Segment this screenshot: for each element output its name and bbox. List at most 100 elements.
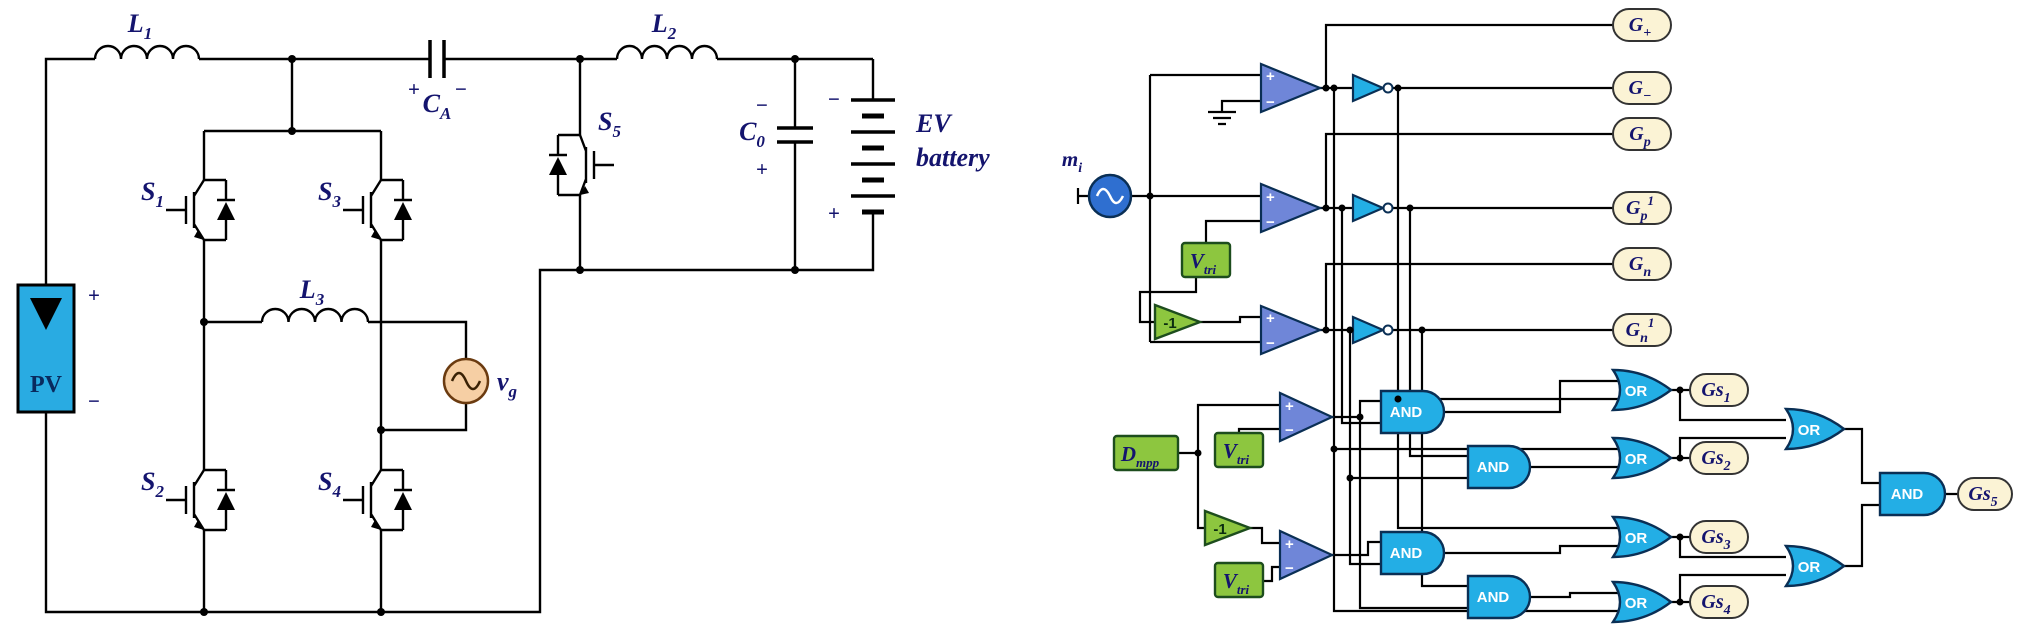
pv-minus-mark: − [88,389,100,413]
svg-text:Gp1: Gp1 [1626,193,1654,224]
pv-panel: PV [16,283,76,414]
label-s1: S1 [141,177,164,211]
or-gate-5: OR [1783,407,1846,451]
svg-text:+: + [1285,536,1294,553]
svg-text:OR: OR [1625,595,1648,612]
capacitor-ca [428,40,446,78]
svg-text:Gs3: Gs3 [1701,526,1730,553]
signal-g-minus: G− [1612,71,1672,105]
ev-battery [851,98,895,215]
label-c0: C0 [739,117,765,151]
and-gate-1: AND [1379,389,1446,435]
svg-text:OR: OR [1798,559,1821,576]
svg-text:OR: OR [1625,383,1648,400]
svg-text:−: − [1266,335,1275,352]
label-ca: CA [423,89,452,123]
switch-s3 [343,178,412,242]
diode-icon [549,157,567,175]
svg-text:AND: AND [1477,589,1510,606]
label-l1: L1 [127,9,152,43]
and-gate-2: AND [1379,530,1446,576]
buffer-2 [1351,193,1394,223]
svg-text:+: + [1266,310,1275,327]
switch-s2 [166,468,235,532]
comparator-4: + − [1278,391,1335,443]
c0-minus-mark: − [756,93,768,117]
diode-icon [217,492,235,510]
buffer-3 [1351,315,1394,345]
inductor-l1 [93,44,201,60]
svg-text:AND: AND [1477,459,1510,476]
power-circuit: PV [16,9,990,616]
svg-text:+: + [1266,68,1275,85]
control-logic: mi + − + − + − + − + − [1062,8,2013,624]
label-l3: L3 [299,275,325,309]
svg-text:AND: AND [1891,486,1924,503]
switch-s5 [549,133,614,197]
switch-s1 [166,178,235,242]
ca-minus-mark: − [455,77,467,101]
svg-text:Gn: Gn [1629,253,1651,280]
svg-text:−: − [1266,94,1275,111]
svg-text:Gs1: Gs1 [1701,379,1730,406]
diode-icon [394,492,412,510]
battery-minus-mark: − [828,87,840,111]
svg-text:Gs5: Gs5 [1968,483,1997,510]
switch-s4 [343,468,412,532]
label-mi: mi [1062,147,1082,176]
svg-text:-1: -1 [1163,315,1176,332]
gain-neg1-a: -1 [1153,303,1204,341]
and-gate-4: AND [1466,574,1532,620]
svg-text:Gn1: Gn1 [1626,315,1655,346]
svg-text:−: − [1266,214,1275,231]
buffer-1 [1351,73,1394,103]
and-gate-5: AND [1878,471,1947,517]
or-gate-6: OR [1783,544,1846,588]
c0-plus-mark: + [756,157,768,181]
signal-g-plus: G+ [1612,8,1672,42]
label-battery: battery [916,143,990,172]
signal-gs1: Gs1 [1689,373,1749,407]
svg-text:OR: OR [1625,530,1648,547]
vtri-box-1: Vtri [1180,241,1232,279]
label-s3: S3 [318,177,341,211]
vtri-box-3: Vtri [1213,561,1265,599]
label-vg: vg [497,367,518,401]
dmpp-box: Dmpp [1112,434,1180,472]
svg-text:-1: -1 [1213,521,1226,538]
comparator-1: + − [1259,62,1323,114]
inductor-l3 [260,307,370,323]
signal-gn: Gn [1612,247,1672,281]
label-ev: EV [915,109,953,138]
svg-text:G+: G+ [1629,14,1651,41]
svg-text:AND: AND [1390,404,1423,421]
vg-source [442,357,490,405]
ca-plus-mark: + [408,77,420,101]
signal-gs4: Gs4 [1689,585,1749,619]
junction-dots [200,55,799,616]
or-gate-4: OR [1610,580,1673,624]
label-l2: L2 [651,9,677,43]
svg-text:OR: OR [1625,451,1648,468]
svg-text:Vtri: Vtri [1223,439,1250,467]
signal-gp: Gp [1612,117,1672,151]
comparator-3: + − [1259,304,1323,356]
comparator-2: + − [1259,182,1323,234]
gain-neg1-b: -1 [1203,509,1254,547]
svg-text:Gs2: Gs2 [1701,447,1730,474]
sine-icon [450,371,482,391]
pv-chevron-icon [30,298,62,330]
pv-label: PV [30,372,63,398]
svg-text:Dmpp: Dmpp [1120,442,1160,470]
signal-gs2: Gs2 [1689,441,1749,475]
sine-icon [1095,187,1125,205]
battery-plus-mark: + [828,201,840,225]
vtri-box-2: Vtri [1213,431,1265,469]
or-gate-2: OR [1610,436,1673,480]
and-gate-3: AND [1466,444,1532,490]
label-s2: S2 [141,467,164,501]
signal-gn1: Gn1 [1612,313,1672,347]
pv-plus-mark: + [88,283,100,307]
svg-text:Vtri: Vtri [1190,249,1217,277]
